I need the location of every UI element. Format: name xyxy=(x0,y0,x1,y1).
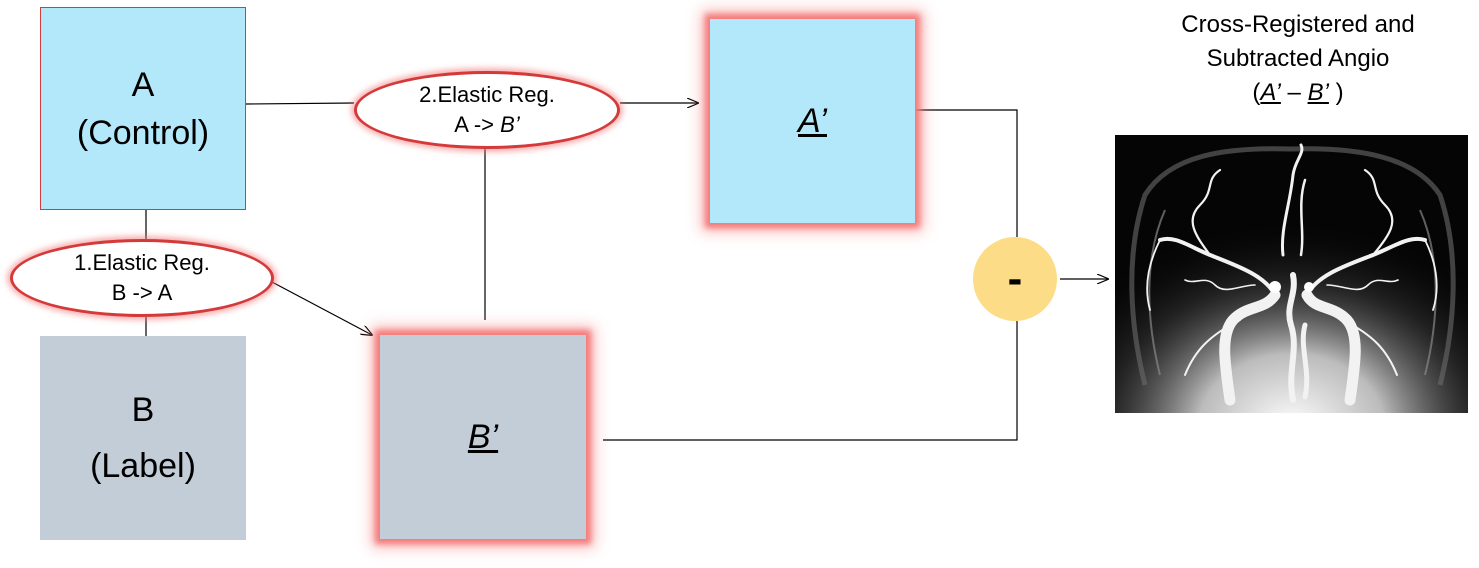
step2-elastic-registration: 2.Elastic Reg. A -> B’ xyxy=(354,71,620,149)
result-title-line2: Subtracted Angio xyxy=(1206,45,1390,72)
registered-control-label: A’ xyxy=(798,101,827,140)
control-box-caption: (Control) xyxy=(76,113,210,152)
step1-mapping: B -> A xyxy=(111,280,173,305)
registered-control-box: A’ xyxy=(710,19,915,223)
registered-label-label: B’ xyxy=(467,417,499,456)
label-box-caption: (Label) xyxy=(90,447,196,485)
formula-a-prime: A’ xyxy=(1260,79,1281,106)
subtracted-angiogram-image xyxy=(1115,135,1468,413)
result-title-line1: Cross-Registered and xyxy=(1181,11,1415,38)
step1-title: 1.Elastic Reg. xyxy=(74,250,210,275)
step2-mapping-target: B’ xyxy=(500,112,520,137)
step1-elastic-registration: 1.Elastic Reg. B -> A xyxy=(10,239,274,317)
result-formula: (A’ – B’ ) xyxy=(1130,76,1466,110)
control-box-letter: A xyxy=(131,65,155,104)
step2-title: 2.Elastic Reg. xyxy=(419,82,555,107)
label-image-box: B (Label) xyxy=(40,336,246,540)
formula-operator: – xyxy=(1280,79,1308,106)
control-image-box: A (Control) xyxy=(40,7,246,210)
result-title: Cross-Registered and Subtracted Angio (A… xyxy=(1130,8,1466,110)
formula-b-prime: B’ xyxy=(1307,79,1329,106)
step2-mapping-prefix: A -> xyxy=(454,112,501,137)
line-a-prime-to-operator xyxy=(916,109,1018,237)
formula-close: ) xyxy=(1328,79,1344,106)
subtraction-symbol: - xyxy=(1007,254,1023,303)
registered-label-box: B’ xyxy=(380,335,586,539)
arrow-to-b-prime xyxy=(271,281,372,335)
line-b-prime-to-operator xyxy=(603,321,1018,441)
line-a-to-ellipse2 xyxy=(245,102,355,105)
label-box-letter: B xyxy=(131,391,155,429)
subtraction-operator: - xyxy=(973,237,1057,321)
formula-open: ( xyxy=(1252,79,1261,106)
step2-mapping: A -> B’ xyxy=(454,110,519,140)
